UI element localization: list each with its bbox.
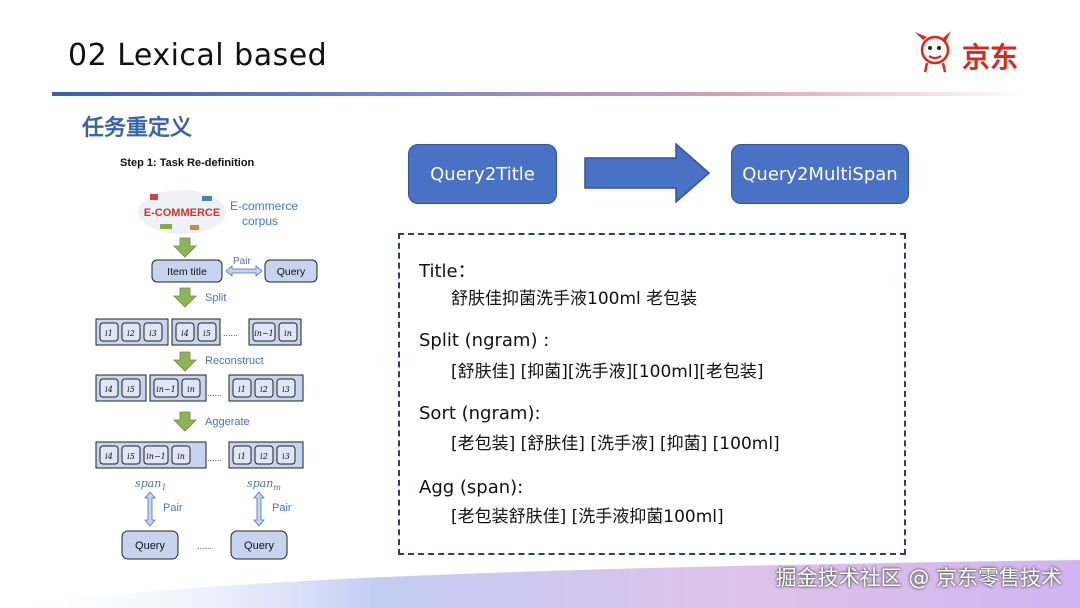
item-title-label: Item title (167, 266, 207, 278)
query-box-top (264, 259, 318, 283)
green-down-arrow-icon (173, 351, 197, 372)
token-label: i3 (282, 452, 290, 461)
vertical-double-arrow-icon (144, 491, 156, 527)
token-label: i5 (127, 385, 135, 394)
agg-label: Agg (span): (419, 477, 524, 498)
token-row-2: i4 i5 in−1 in i1 i2 i3 (95, 374, 304, 402)
bottom-decor-band (0, 560, 1080, 608)
token-row-1: i1 i2 i3 i4 i5 in−1 in (95, 318, 302, 346)
slide-title: 02 Lexical based (68, 38, 328, 73)
token-label: i2 (260, 452, 268, 461)
token-label: i4 (181, 329, 189, 338)
row2-ellipsis: ...... (207, 388, 222, 398)
watermark-text: 掘金技术社区 @ 京东零售技术 (775, 566, 1062, 590)
token-label: in (177, 452, 185, 461)
row1-ellipsis: ...... (223, 328, 238, 338)
double-arrow-icon (225, 265, 263, 277)
ecommerce-cloud-icon: E-COMMERCE (138, 190, 226, 234)
query-box-left (121, 530, 179, 560)
token-label: i5 (127, 452, 135, 461)
token-label: in (187, 385, 195, 394)
token-label: i1 (238, 385, 246, 394)
span-m-label: spanm (247, 477, 281, 492)
token-label: i2 (260, 385, 268, 394)
token-cell (254, 445, 274, 465)
token-cell (278, 322, 298, 342)
token-label: in (284, 329, 292, 338)
token-label: i4 (105, 452, 113, 461)
token-cell (99, 322, 119, 342)
token-cell (276, 378, 296, 398)
green-down-arrow-icon (173, 287, 197, 308)
figure-step-title: Step 1: Task Re-definition (120, 157, 255, 169)
query-label-left: Query (135, 540, 165, 552)
row3-ellipsis: ...... (207, 453, 222, 463)
green-down-arrow-icon (173, 237, 197, 258)
query2title-box: Query2Title (408, 144, 557, 204)
ecommerce-word: E-COMMERCE (144, 207, 220, 219)
section-heading: 任务重定义 (82, 116, 193, 141)
token-label: in−1 (146, 452, 166, 461)
split-value: [舒肤佳] [抑菌][洗手液][100ml][老包装] (451, 362, 764, 382)
token-cell (232, 378, 252, 398)
token-cell (99, 378, 119, 398)
aggerate-label: Aggerate (205, 416, 250, 428)
item-title-box (151, 259, 223, 283)
token-label: i3 (282, 385, 290, 394)
token-label: i1 (105, 329, 113, 338)
token-label: i1 (238, 452, 246, 461)
title-value: 舒肤佳抑菌洗手液100ml 老包装 (451, 289, 698, 309)
corpus-label-line1: E-commerce (230, 199, 298, 213)
task-redefinition-figure: Step 1: Task Re-definition E-COMMERCE E-… (95, 157, 318, 560)
query-box-right (230, 530, 288, 560)
title-label: Title： (419, 261, 476, 282)
token-label: in−1 (156, 385, 176, 394)
token-cell (99, 445, 119, 465)
token-label: i2 (127, 329, 135, 338)
query-label-top: Query (277, 266, 306, 278)
token-cell (143, 445, 169, 465)
token-label: i3 (149, 329, 157, 338)
token-cell (171, 445, 191, 465)
pair-label-left: Pair (163, 502, 183, 514)
green-down-arrow-icon (173, 411, 197, 432)
token-cell (276, 445, 296, 465)
sort-value: [老包装] [舒肤佳] [洗手液] [抑菌] [100ml] (451, 434, 780, 454)
token-cell (121, 378, 141, 398)
title-divider (52, 92, 1030, 96)
query2multispan-box: Query2MultiSpan (731, 144, 909, 204)
token-cell (254, 378, 274, 398)
token-cell (143, 322, 163, 342)
jd-mascot-logo-icon (915, 31, 951, 73)
pair-label-top: Pair (233, 256, 251, 267)
token-cell (252, 322, 276, 342)
split-label: Split (205, 292, 226, 304)
jd-logo-text: 京东 (962, 41, 1019, 74)
vertical-double-arrow-icon (253, 491, 265, 527)
token-row-3: i4 i5 in−1 in i1 i2 i3 (95, 441, 304, 469)
token-label: in−1 (254, 329, 274, 338)
split-label-text: Split (ngram) : (419, 330, 550, 351)
example-panel (398, 233, 906, 555)
agg-value: [老包装舒肤佳] [洗手液抑菌100ml] (451, 507, 724, 527)
query-label-right: Query (244, 540, 274, 552)
span-1-label: span1 (135, 477, 166, 492)
bottom-ellipsis: ...... (197, 541, 212, 551)
token-cell (121, 445, 141, 465)
token-label: i4 (105, 385, 113, 394)
token-cell (121, 322, 141, 342)
reconstruct-label: Reconstruct (205, 355, 264, 367)
right-arrow-icon (584, 143, 710, 203)
token-cell (197, 322, 217, 342)
token-label: i5 (203, 329, 211, 338)
corpus-label-line2: corpus (242, 214, 278, 228)
token-cell (175, 322, 195, 342)
token-cell (232, 445, 252, 465)
token-cell (153, 378, 179, 398)
token-cell (181, 378, 201, 398)
sort-label: Sort (ngram): (419, 403, 541, 424)
pair-label-right: Pair (272, 502, 292, 514)
